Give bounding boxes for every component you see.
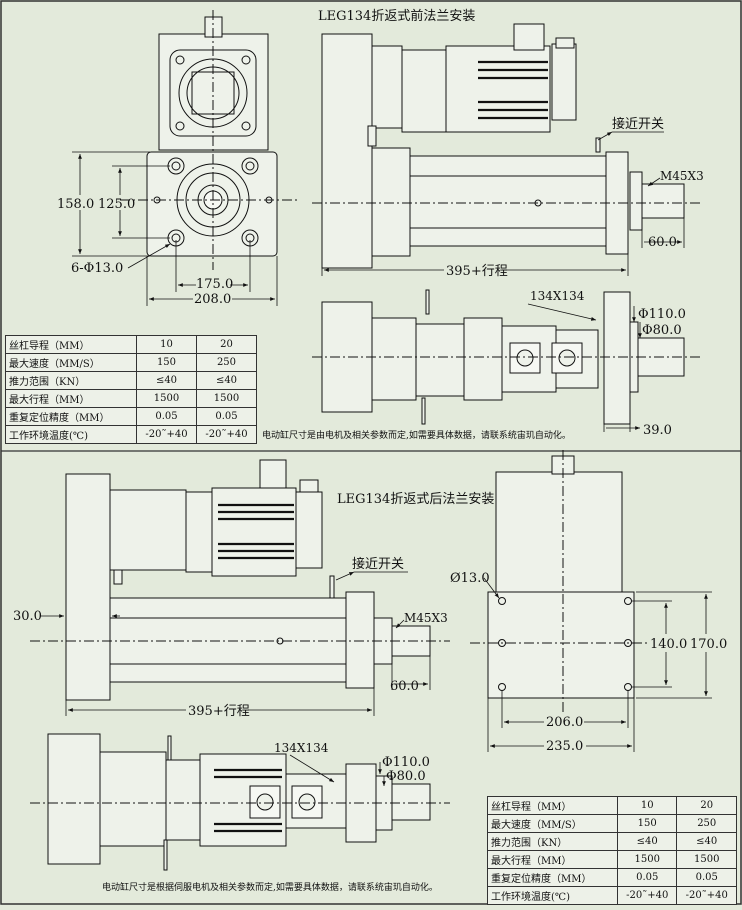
table-cell: ≤40 xyxy=(136,371,197,390)
table-cell: 丝杠导程（MM） xyxy=(5,335,137,354)
front-dim-holes: 6-Φ13.0 xyxy=(71,261,123,276)
rear-dim-thread: M45X3 xyxy=(404,611,448,625)
table-cell: -20˜+40 xyxy=(195,425,258,444)
table-cell: 0.05 xyxy=(136,407,197,426)
rear-side-dims xyxy=(40,571,431,716)
table-row: 工作环境温度(℃)-20˜+40-20˜+40 xyxy=(5,425,258,444)
front-note: 电动缸尺寸是由电机及相关参数而定,如需要具体数据，请联系统宙玑自动化。 xyxy=(262,429,571,441)
table-cell: 最大行程（MM） xyxy=(487,850,618,869)
table-cell: 1500 xyxy=(676,850,737,869)
front-dim-height-inner: 125.0 xyxy=(98,197,135,212)
rear-note: 电动缸尺寸是根据伺服电机及相关参数而定,如需要具体数据，请联系统宙玑自动化。 xyxy=(102,881,438,893)
table-row: 推力范围（KN）≤40≤40 xyxy=(5,371,258,390)
front-dim-width-outer: 208.0 xyxy=(194,292,231,307)
table-cell: -20˜+40 xyxy=(676,886,737,905)
front-top-view xyxy=(312,289,702,425)
table-cell: 0.05 xyxy=(195,407,258,426)
rear-title: LEG134折返式后法兰安装 xyxy=(337,492,494,507)
table-cell: 250 xyxy=(676,814,737,833)
table-cell: 1500 xyxy=(616,850,678,869)
rear-end-view xyxy=(470,450,650,712)
front-side-dims xyxy=(321,131,685,276)
front-dim-flange-offset: 39.0 xyxy=(643,423,672,438)
table-cell: 重复定位精度（MM） xyxy=(487,868,618,887)
rear-side-view xyxy=(30,459,450,701)
rear-dim-height-inner: 140.0 xyxy=(650,637,687,652)
table-cell: 1500 xyxy=(136,389,197,408)
table-cell: 最大速度（MM/S） xyxy=(5,353,137,372)
table-cell: ≤40 xyxy=(616,832,678,851)
table-cell: ≤40 xyxy=(195,371,258,390)
front-proximity-switch: 接近开关 xyxy=(612,116,664,132)
table-cell: 工作环境温度(℃) xyxy=(5,425,137,444)
table-cell: 20 xyxy=(195,335,258,354)
rear-dim-dia-outer: Φ110.0 xyxy=(382,755,430,770)
table-cell: 推力范围（KN） xyxy=(487,832,618,851)
front-end-view xyxy=(120,10,300,270)
table-cell: 20 xyxy=(676,796,737,815)
table-cell: -20˜+40 xyxy=(136,425,197,444)
table-cell: 0.05 xyxy=(616,868,678,887)
front-dim-square: 134X134 xyxy=(530,289,585,303)
table-cell: 150 xyxy=(616,814,678,833)
table-cell: 10 xyxy=(616,796,678,815)
rear-dim-height-outer: 170.0 xyxy=(690,637,727,652)
front-dim-dia-inner: Φ80.0 xyxy=(642,323,682,338)
table-cell: 10 xyxy=(136,335,197,354)
rear-dim-width-inner: 206.0 xyxy=(546,715,583,730)
table-cell: 最大速度（MM/S） xyxy=(487,814,618,833)
table-row: 工作环境温度(℃)-20˜+40-20˜+40 xyxy=(487,886,737,905)
rear-end-dims xyxy=(483,577,712,752)
table-cell: 150 xyxy=(136,353,197,372)
table-cell: 丝杠导程（MM） xyxy=(487,796,618,815)
rear-dim-offset: 30.0 xyxy=(13,609,42,624)
rear-dim-rod-length: 60.0 xyxy=(390,679,419,694)
table-cell: 推力范围（KN） xyxy=(5,371,137,390)
front-top-dims xyxy=(527,303,642,432)
front-dim-height-outer: 158.0 xyxy=(57,197,94,212)
table-cell: 1500 xyxy=(195,389,258,408)
rear-top-dims xyxy=(289,754,386,786)
table-cell: -20˜+40 xyxy=(616,886,678,905)
rear-dim-width-outer: 235.0 xyxy=(546,739,583,754)
front-dim-width-inner: 175.0 xyxy=(196,277,233,292)
front-end-dims xyxy=(72,151,278,306)
front-dim-thread: M45X3 xyxy=(660,169,704,183)
rear-top-view xyxy=(30,733,450,871)
front-side-view xyxy=(312,23,702,269)
table-row: 推力范围（KN）≤40≤40 xyxy=(487,832,737,851)
rear-dim-length: 395+行程 xyxy=(188,704,250,719)
front-dim-length: 395+行程 xyxy=(446,264,508,279)
rear-dim-dia-inner: Φ80.0 xyxy=(386,769,426,784)
front-title: LEG134折返式前法兰安装 xyxy=(318,8,475,24)
table-cell: 工作环境温度(℃) xyxy=(487,886,618,905)
rear-dim-hole: Ø13.0 xyxy=(450,571,490,586)
rear-proximity-switch: 接近开关 xyxy=(352,556,404,572)
table-cell: 重复定位精度（MM） xyxy=(5,407,137,426)
front-dim-dia-outer: Φ110.0 xyxy=(638,307,686,322)
table-cell: 最大行程（MM） xyxy=(5,389,137,408)
table-cell: 250 xyxy=(195,353,258,372)
table-cell: 0.05 xyxy=(676,868,737,887)
rear-dim-square: 134X134 xyxy=(274,741,329,755)
front-dim-rod-length: 60.0 xyxy=(648,235,677,250)
table-cell: ≤40 xyxy=(676,832,737,851)
